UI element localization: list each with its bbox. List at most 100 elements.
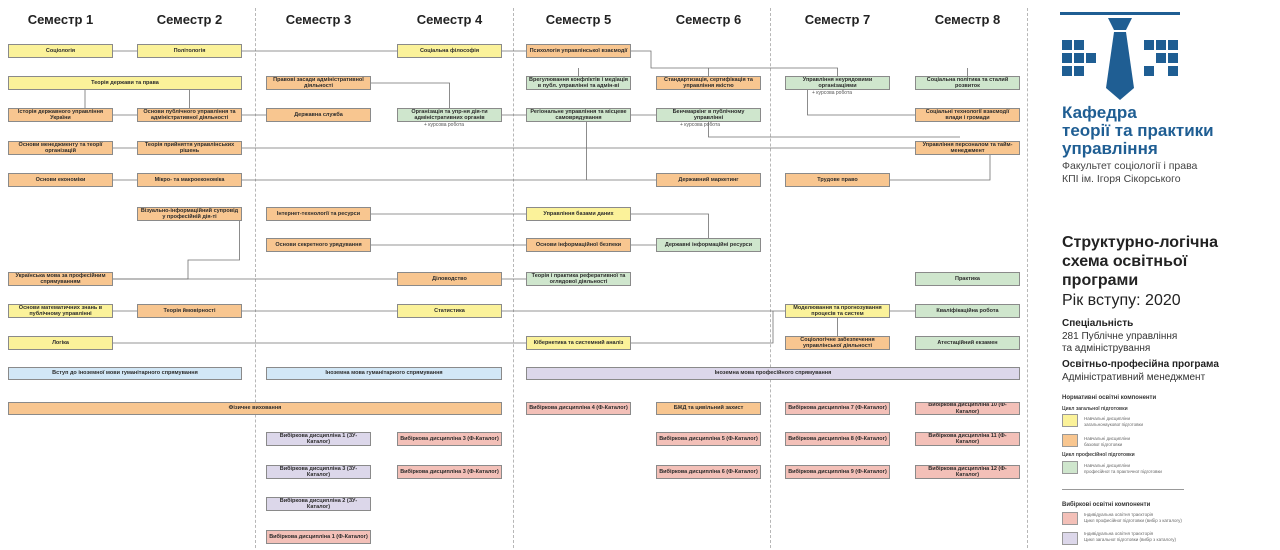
discipline-ubd: Управління базами даних	[526, 207, 631, 221]
discipline-bench: Бенчмаркінг в публічному управлінні	[656, 108, 761, 122]
discipline-dmark: Державний маркетинг	[656, 173, 761, 187]
connector-line	[708, 122, 960, 138]
discipline-vd12: Вибіркова дисципліна 12 (Ф-Каталог)	[915, 465, 1020, 479]
discipline-ossek: Основи секретного урядування	[266, 238, 371, 252]
discipline-matem: Основи математичних знань в публічному у…	[8, 304, 113, 318]
discipline-upnauk: Управління неурядовими організаціями	[785, 76, 890, 90]
legend-text-violet: Індивідуальна освітня траєкторія Цикл за…	[1084, 531, 1177, 542]
discipline-log: Логіка	[8, 336, 113, 350]
discipline-dilo: Діловодство	[397, 272, 502, 286]
connector-line	[890, 155, 991, 181]
semester-header-7: Семестр 7	[804, 12, 871, 27]
discipline-ds: Державна служба	[266, 108, 371, 122]
semester-header-3: Семестр 3	[285, 12, 352, 27]
legend-text-pink: Індивідуальна освітня траєкторія Цикл пр…	[1084, 512, 1182, 523]
discipline-vd7: Вибіркова дисципліна 7 (Ф-Каталог)	[785, 402, 890, 415]
column-divider	[770, 8, 771, 548]
legend-swatch-orange	[1062, 434, 1078, 447]
connector-line	[807, 90, 915, 116]
entry-year: Рік вступу: 2020	[1062, 292, 1181, 309]
note-coursework-2: + курсова робота	[680, 122, 720, 128]
discipline-micro: Мікро- та макроекономіка	[137, 173, 242, 187]
legend-general-cycle: Цикл загальної підготовки	[1062, 406, 1128, 412]
legend-swatch-yellow	[1062, 414, 1078, 427]
discipline-inozp: Іноземна мова професійного спрямування	[526, 367, 1020, 380]
note-coursework-3: + курсова робота	[812, 90, 852, 96]
discipline-vd5: Вибіркова дисципліна 5 (Ф-Каталог)	[656, 432, 761, 446]
discipline-atest: Атестаційний екзамен	[915, 336, 1020, 350]
discipline-vd4: Вибіркова дисципліна 4 (Ф-Каталог)	[526, 402, 631, 415]
discipline-vd6: Вибіркова дисципліна 6 (Ф-Каталог)	[656, 465, 761, 479]
connector-lines	[84, 50, 991, 344]
faculty-name: Факультет соціології і права КПІ ім. Іго…	[1062, 160, 1198, 185]
discipline-econ: Основи економіки	[8, 173, 113, 187]
discipline-vd3a: Вибіркова дисципліна 3 (Ф-Каталог)	[397, 432, 502, 446]
discipline-umova: Українська мова за професійним спрямуван…	[8, 272, 113, 286]
legend-swatch-green	[1062, 461, 1078, 474]
discipline-mened: Основи менеджменту та теорії організацій	[8, 141, 113, 155]
discipline-bzd: БЖД та цивільний захист	[656, 402, 761, 415]
specialty-value: 281 Публічне управління та адмініструван…	[1062, 331, 1178, 354]
connector-line	[631, 50, 838, 76]
discipline-osinf: Основи інформаційної безпеки	[526, 238, 631, 252]
connector-line	[371, 82, 450, 108]
connector-line	[113, 221, 240, 280]
discipline-model: Моделювання та прогнозування процесів та…	[785, 304, 890, 318]
discipline-kib: Кібернетика та системний аналіз	[526, 336, 631, 350]
column-divider	[255, 8, 256, 548]
discipline-sotsz: Соціологічне забезпечення управлінської …	[785, 336, 890, 350]
column-divider	[1027, 8, 1028, 548]
discipline-vd10: Вибіркова дисципліна 10 (Ф-Каталог)	[915, 402, 1020, 415]
discipline-pzad: Правові засади адміністративної діяльнос…	[266, 76, 371, 90]
department-logo	[1060, 12, 1180, 100]
discipline-inozg: Іноземна мова гуманітарного спрямування	[266, 367, 502, 380]
discipline-soc: Соціологія	[8, 44, 113, 58]
legend-professional-cycle: Цикл професійної підготовки	[1062, 452, 1135, 458]
discipline-trud: Трудове право	[785, 173, 890, 187]
legend-text-orange: Навчальні дисципліни базової підготовки	[1084, 436, 1131, 447]
program-label: Освітньо-професійна програма	[1062, 359, 1219, 370]
legend-elective-heading: Вибіркові освітні компоненти	[1062, 502, 1151, 508]
discipline-vd1b: Вибіркова дисципліна 1 (Ф-Каталог)	[266, 530, 371, 544]
semester-header-5: Семестр 5	[545, 12, 612, 27]
discipline-socpol: Соціальна політика та сталий розвиток	[915, 76, 1020, 90]
scheme-title: Структурно-логічна схема освітньої прогр…	[1062, 234, 1219, 289]
legend-text-green: Навчальні дисципліни професійної та прак…	[1084, 463, 1162, 474]
discipline-osn: Основи публічного управління та адмініст…	[137, 108, 242, 122]
discipline-sphil: Соціальна філософія	[397, 44, 502, 58]
discipline-reg: Регіональне управління та місцеве самовр…	[526, 108, 631, 122]
discipline-org: Організація та упр-ня дія-ти адміністрат…	[397, 108, 502, 122]
discipline-kval: Кваліфікаційна робота	[915, 304, 1020, 318]
discipline-stat: Статистика	[397, 304, 502, 318]
semester-header-6: Семестр 6	[675, 12, 742, 27]
semester-header-4: Семестр 4	[416, 12, 483, 27]
discipline-vd2: Вибіркова дисципліна 2 (ЗУ-Каталог)	[266, 497, 371, 511]
discipline-tref: Теорія і практика реферативної та оглядо…	[526, 272, 631, 286]
discipline-ist: Історія державного управління України	[8, 108, 113, 122]
column-divider	[513, 8, 514, 548]
department-name: Кафедра теорії та практики управління	[1062, 103, 1214, 158]
discipline-prin: Теорія прийняття управлінських рішень	[137, 141, 242, 155]
connector-line	[631, 311, 774, 344]
discipline-tdp: Теорія держави та права	[8, 76, 242, 90]
note-coursework-1: + курсова робота	[424, 122, 464, 128]
discipline-vd1a: Вибіркова дисципліна 1 (ЗУ-Каталог)	[266, 432, 371, 446]
discipline-inet: Інтернет-технології та ресурси	[266, 207, 371, 221]
discipline-sot: Соціальні технології взаємодії влади і г…	[915, 108, 1020, 122]
discipline-vd3c: Вибіркова дисципліна 3 (Ф-Каталог)	[397, 465, 502, 479]
discipline-vstup: Вступ до іноземної мови гуманітарного сп…	[8, 367, 242, 380]
discipline-psy: Психологія управлінської взаємодії	[526, 44, 631, 58]
program-value: Адміністративний менеджмент	[1062, 372, 1206, 383]
discipline-tim: Теорія ймовірності	[137, 304, 242, 318]
discipline-prak: Практика	[915, 272, 1020, 286]
legend-separator	[1062, 489, 1184, 490]
specialty-label: Спеціальність	[1062, 318, 1134, 329]
discipline-stand: Стандартизація, сертифікація та управлін…	[656, 76, 761, 90]
semester-header-1: Семестр 1	[27, 12, 94, 27]
connector-line	[631, 213, 709, 238]
discipline-konf: Врегулювання конфліктів і медіація в пуб…	[526, 76, 631, 90]
discipline-vd11: Вибіркова дисципліна 11 (Ф-Каталог)	[915, 432, 1020, 446]
discipline-vd3b: Вибіркова дисципліна 3 (ЗУ-Каталог)	[266, 465, 371, 479]
discipline-pol: Політологія	[137, 44, 242, 58]
